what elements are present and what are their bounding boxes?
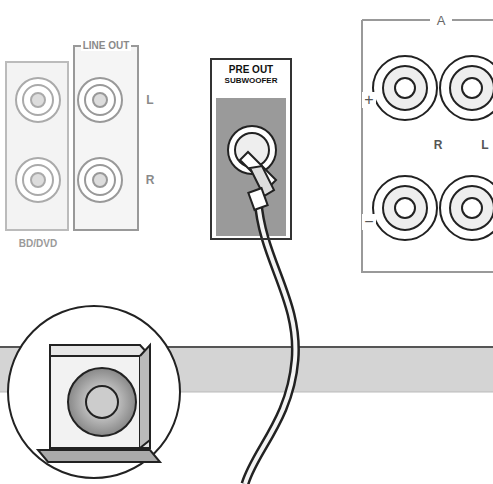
panel-heading: PRE OUT xyxy=(212,64,290,75)
channel-label: L xyxy=(144,94,155,106)
panel-subheading: SUBWOOFER xyxy=(212,77,290,86)
jack-panel: PRE OUT SUBWOOFER xyxy=(210,58,292,240)
channel-label: R xyxy=(144,174,157,186)
polarity-sign: + xyxy=(362,92,375,108)
channel-label: L xyxy=(479,139,490,151)
speaker-set-label: A xyxy=(435,14,448,27)
polarity-sign: − xyxy=(362,214,375,230)
channel-label: R xyxy=(432,139,445,151)
input-label: BD/DVD xyxy=(17,239,59,249)
group-label: LINE OUT xyxy=(81,41,132,51)
